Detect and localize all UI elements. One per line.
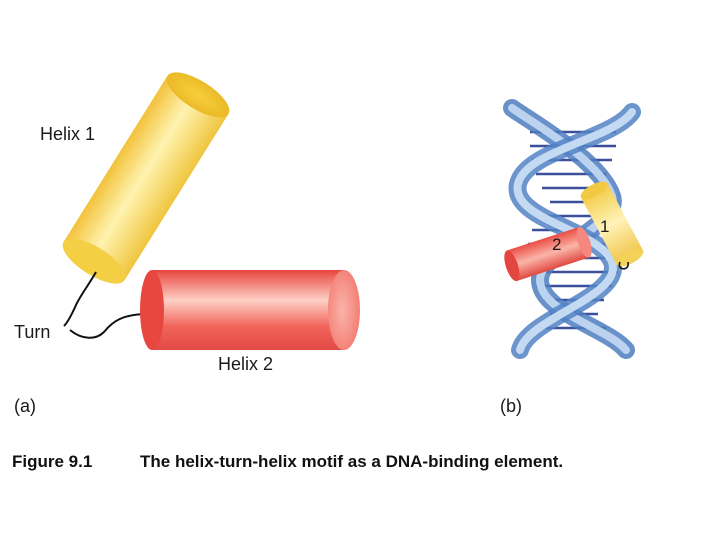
dna-helix-1-number: 1 <box>600 217 609 236</box>
helix-2-label: Helix 2 <box>218 354 273 374</box>
panel-a: Helix 1 Turn Helix 2 (a) <box>14 64 360 416</box>
panel-b: 2 1 (b) <box>500 108 646 416</box>
helix-2-cylinder <box>140 270 360 350</box>
figure-number: Figure 9.1 <box>12 452 140 472</box>
helix-1-label: Helix 1 <box>40 124 95 144</box>
panel-a-label: (a) <box>14 396 36 416</box>
figure-caption-text: The helix-turn-helix motif as a DNA-bind… <box>140 452 563 471</box>
helix-1-cylinder <box>56 64 236 292</box>
panel-b-label: (b) <box>500 396 522 416</box>
turn-label: Turn <box>14 322 50 342</box>
dna-helix-2-number: 2 <box>552 235 561 254</box>
